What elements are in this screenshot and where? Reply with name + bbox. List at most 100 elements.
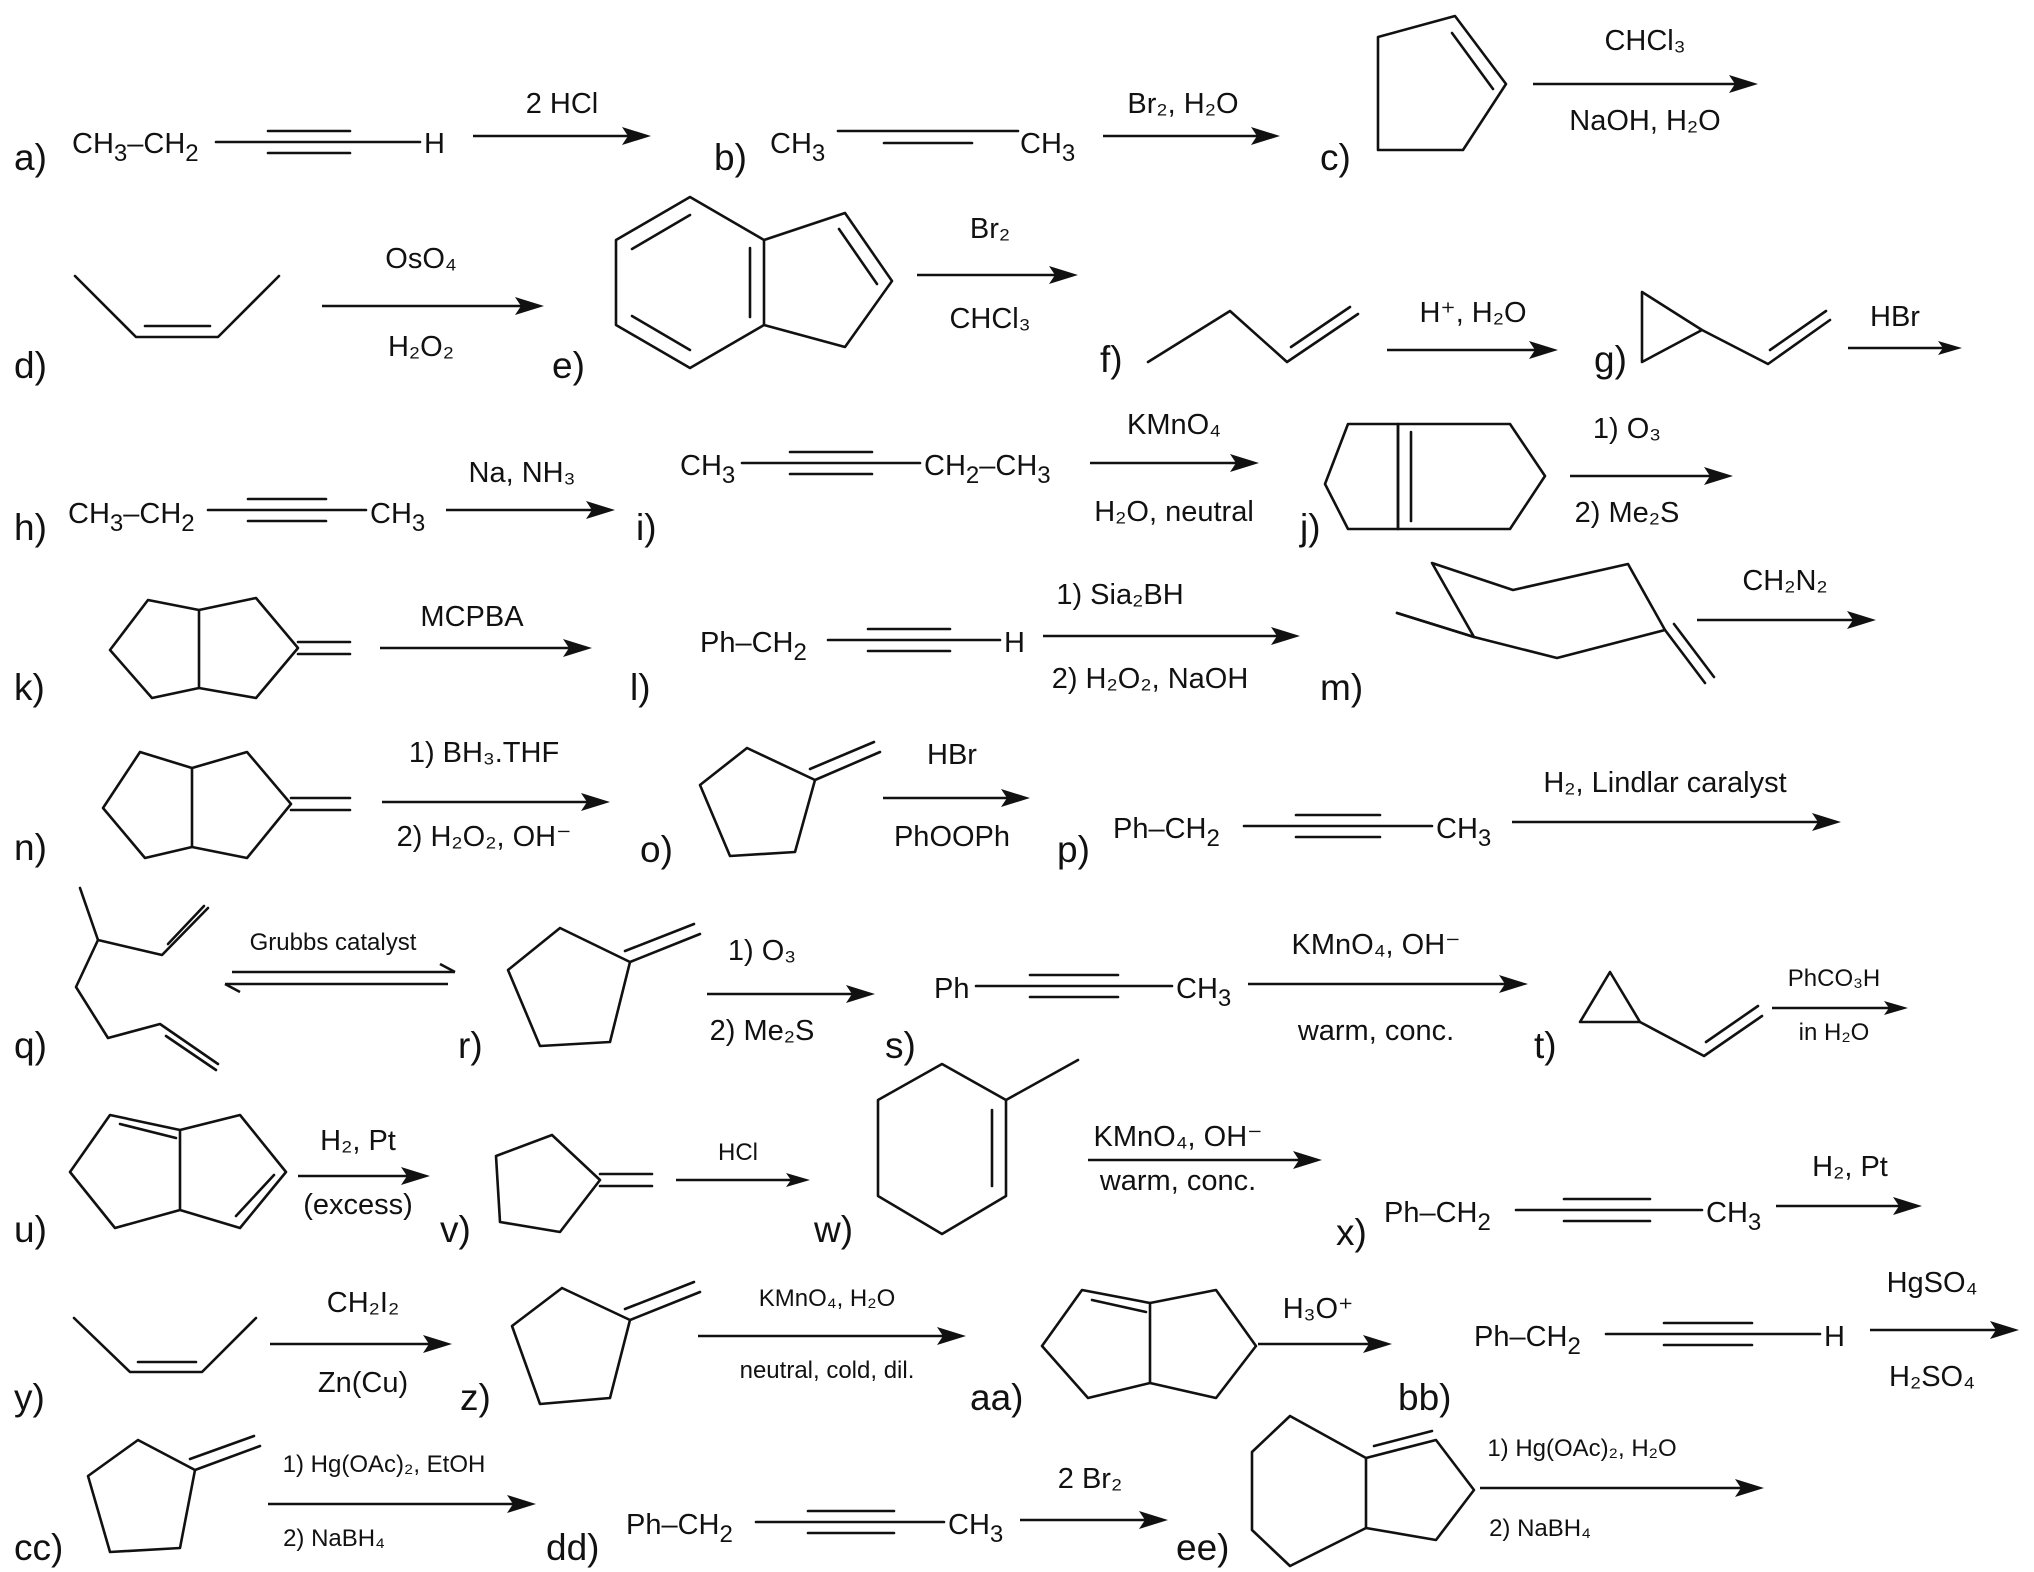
problem-l: l) Ph–CH2 H 1) Sia₂BH 2) H₂O₂, NaOH	[630, 579, 1300, 708]
reaction-arrow	[1103, 127, 1280, 145]
reagent-bottom: 2) NaBH₄	[283, 1525, 385, 1552]
reagent-top: Grubbs catalyst	[250, 929, 417, 956]
reaction-arrow	[676, 1173, 810, 1187]
problem-label: f)	[1100, 339, 1123, 380]
triple-bond	[740, 450, 922, 476]
atom-h: H	[1004, 627, 1025, 659]
problem-g: g) HBr	[1594, 290, 1962, 380]
triple-bond	[206, 497, 368, 523]
reagent-top: 1) O₃	[728, 935, 796, 967]
reagent-top: H⁺, H₂O	[1419, 297, 1526, 329]
problem-u: u) H₂, Pt (excess)	[14, 1113, 430, 1250]
triple-bond	[1242, 813, 1434, 839]
reagent-top: KMnO₄, OH⁻	[1292, 929, 1461, 961]
reaction-arrow	[698, 1327, 966, 1345]
indene-structure	[614, 195, 894, 370]
problem-h: h) CH3–CH2 CH3 Na, NH₃	[14, 457, 615, 548]
problem-j: j) 1) O₃ 2) Me₂S	[1299, 413, 1733, 548]
formula-text: Ph–CH2	[700, 627, 807, 666]
reaction-arrow	[1248, 975, 1528, 993]
problem-label: d)	[14, 345, 47, 386]
reagent-bottom: Zn(Cu)	[318, 1367, 408, 1399]
problem-label: a)	[14, 137, 47, 178]
formula-text: CH3	[1436, 813, 1491, 852]
reagent-top: CHCl₃	[1604, 25, 1685, 57]
reagent-bottom: 2) H₂O₂, NaOH	[1052, 663, 1249, 695]
cis-2-butene-structure	[73, 274, 281, 339]
problem-label: aa)	[970, 1377, 1023, 1418]
problem-ee: ee) 1) Hg(OAc)₂, H₂O 2) NaBH₄	[1176, 1414, 1764, 1568]
reaction-arrow	[322, 297, 544, 315]
equilibrium-arrow	[224, 962, 456, 994]
problem-d: d) OsO₄ H₂O₂	[14, 243, 544, 386]
bicyclic-alkene-structure	[1040, 1288, 1258, 1400]
cyclopentene-structure	[1376, 14, 1508, 152]
reagent-top: H₂, Lindlar caralyst	[1543, 767, 1786, 799]
problem-label: q)	[14, 1025, 47, 1066]
problem-label: e)	[552, 345, 585, 386]
formula-text: Ph	[934, 973, 969, 1005]
problem-y: y) CH₂I₂ Zn(Cu)	[14, 1287, 452, 1418]
reaction-arrow	[1848, 341, 1962, 355]
reaction-arrow	[473, 127, 651, 145]
reagent-bottom: NaOH, H₂O	[1569, 105, 1720, 137]
reagent-top: Na, NH₃	[469, 457, 576, 489]
problem-label: v)	[440, 1209, 471, 1250]
reagent-top: HCl	[718, 1139, 758, 1166]
formula-text: CH3	[770, 128, 825, 167]
formula-text: CH3	[1020, 128, 1075, 167]
problem-label: cc)	[14, 1527, 63, 1568]
reagent-top: PhCO₃H	[1788, 965, 1880, 992]
bicyclic-alkene-structure	[1323, 422, 1547, 531]
formula-text: CH3	[1706, 1197, 1761, 1236]
triple-bond	[214, 129, 422, 155]
methylenecyclopentane-structure	[506, 922, 702, 1048]
reaction-arrow	[446, 501, 615, 519]
reaction-arrow	[1090, 454, 1259, 472]
reagent-top: CH₂N₂	[1742, 565, 1827, 597]
formula-text: Ph–CH2	[626, 1509, 733, 1548]
reagent-bottom: H₂SO₄	[1889, 1361, 1975, 1393]
reaction-arrow	[917, 266, 1078, 284]
double-bond	[836, 129, 1020, 145]
methylenecyclopentane-structure	[86, 1434, 262, 1554]
atom-h: H	[424, 128, 445, 160]
reaction-arrow	[1043, 627, 1300, 645]
reaction-arrow	[1697, 611, 1876, 629]
problem-a: a) CH3–CH2 H 2 HCl	[14, 88, 651, 178]
problem-r: r) 1) O₃ 2) Me₂S	[458, 922, 875, 1066]
reagent-bottom: CHCl₃	[949, 303, 1030, 335]
reagent-bottom: H₂O₂	[388, 331, 454, 363]
reagent-top: KMnO₄, H₂O	[759, 1285, 895, 1312]
problem-label: h)	[14, 507, 47, 548]
reaction-arrow	[707, 985, 875, 1003]
problem-label: dd)	[546, 1527, 599, 1568]
problem-b: b) CH3 CH3 Br₂, H₂O	[714, 88, 1280, 178]
reagent-top: 2 HCl	[526, 88, 599, 120]
methylene-bicyclooctane-structure	[108, 596, 352, 700]
formula-text: Ph–CH2	[1474, 1321, 1581, 1360]
problem-label: w)	[813, 1209, 853, 1250]
problem-p: p) Ph–CH2 CH3 H₂, Lindlar caralyst	[1057, 767, 1841, 870]
problem-dd: dd) Ph–CH2 CH3 2 Br₂	[546, 1463, 1168, 1568]
problem-c: c) CHCl₃ NaOH, H₂O	[1320, 14, 1758, 178]
triple-bond	[1514, 1197, 1704, 1223]
problem-e: e) Br₂ CHCl₃	[552, 195, 1078, 386]
problem-n: n) 1) BH₃.THF 2) H₂O₂, OH⁻	[14, 737, 610, 868]
problem-bb: bb) Ph–CH2 H HgSO₄ H₂SO₄	[1398, 1267, 2019, 1418]
problem-label: c)	[1320, 137, 1351, 178]
methylcyclohexene-structure	[876, 1058, 1080, 1236]
problem-label: k)	[14, 667, 45, 708]
reaction-arrow	[1570, 467, 1733, 485]
reaction-arrow	[268, 1495, 536, 1513]
reagent-top: 2 Br₂	[1058, 1463, 1122, 1495]
problem-k: k) MCPBA	[14, 596, 592, 708]
formula-text: Ph–CH2	[1113, 813, 1220, 852]
reagent-top: HgSO₄	[1887, 1267, 1978, 1299]
reagent-top: Br₂	[970, 213, 1010, 245]
reaction-arrow	[382, 793, 610, 811]
reagent-top: CH₂I₂	[327, 1287, 399, 1319]
reagent-top: KMnO₄	[1127, 409, 1221, 441]
methylenecyclopentane-structure	[494, 1133, 654, 1234]
triple-bond	[754, 1509, 946, 1535]
